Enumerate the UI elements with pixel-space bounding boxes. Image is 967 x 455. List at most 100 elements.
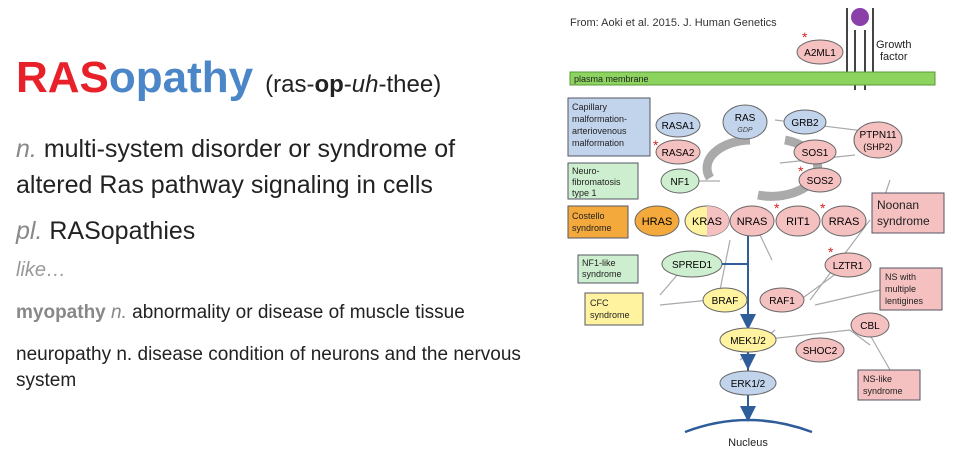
protein-rras: RRAS [821,205,867,237]
svg-text:multiple: multiple [885,284,916,294]
plural-line: pl. RASopathies [16,213,556,249]
source-citation: From: Aoki et al. 2015. J. Human Genetic… [570,17,777,29]
receptor-head [851,8,869,26]
svg-text:HRAS: HRAS [642,216,673,228]
protein-braf: BRAF [702,287,748,313]
mutation-star: * [798,163,804,179]
svg-text:LZTR1: LZTR1 [833,261,864,272]
protein-rit1: RIT1 [775,205,821,237]
svg-text:PTPN11: PTPN11 [859,130,896,141]
svg-text:malformation: malformation [572,138,624,148]
mutation-star: * [653,137,659,153]
pron-italic: uh [351,71,379,98]
protein-raf1: RAF1 [759,287,805,313]
example-word: neuropathy [16,344,112,365]
svg-text:Costello: Costello [572,211,605,221]
receptor-arms [846,8,874,74]
svg-text:RASA1: RASA1 [662,121,695,132]
svg-text:NRAS: NRAS [737,216,768,228]
svg-text:SPRED1: SPRED1 [672,260,712,271]
protein-ptpn11: PTPN11 (SHP2) [853,121,903,159]
svg-text:RAS: RAS [735,113,756,124]
svg-text:RAF1: RAF1 [769,296,795,307]
example-word: myopathy [16,302,106,323]
protein-shoc2: SHOC2 [795,337,845,363]
protein-lztr1: LZTR1 [824,252,872,278]
protein-sos2: SOS2 [798,167,842,193]
protein-spred1: SPRED1 [661,250,723,278]
plural-abbr: pl. [16,217,43,245]
svg-text:NF1-like: NF1-like [582,258,616,268]
definition-line2: altered Ras pathway signaling in cells [16,171,433,199]
example-pos: n. [111,302,127,323]
receptor [846,8,874,90]
title-ras: RAS [16,53,109,102]
svg-text:malformation-: malformation- [572,114,627,124]
svg-text:Neuro-: Neuro- [572,166,600,176]
svg-text:syndrome: syndrome [572,223,612,233]
svg-text:RIT1: RIT1 [786,216,810,228]
svg-text:Capillary: Capillary [572,102,608,112]
protein-erk: ERK1/2 [719,370,777,396]
inhibition-arrow [722,254,749,274]
protein-sos1: SOS1 [793,139,837,165]
mutation-star: * [774,200,780,216]
svg-text:GRB2: GRB2 [791,118,819,129]
svg-text:syndrome: syndrome [863,386,903,396]
svg-text:syndrome: syndrome [590,310,630,320]
svg-text:RASA2: RASA2 [662,148,695,159]
protein-nf1: NF1 [660,168,700,194]
pron-bold: op [314,71,344,98]
definition-bold-word: multi-system [43,135,185,163]
pronunciation: (ras-op-uh-thee) [265,71,441,98]
protein-ras-gdp: RAS GDP [722,104,768,140]
protein-mek: MEK1/2 [719,327,777,353]
svg-text:syndrome: syndrome [877,214,930,228]
syndrome-ns-like: NS-like syndrome [857,369,921,401]
protein-rasa2: RASA2 [655,139,701,165]
svg-text:ERK1/2: ERK1/2 [731,379,766,390]
protein-grb2: GRB2 [783,109,827,135]
protein-hras: HRAS [634,205,680,237]
svg-text:NS with: NS with [885,272,916,282]
example-pos: n. [116,344,133,365]
pron-post: -thee) [378,71,442,98]
syndrome-costello: Costello syndrome [567,205,629,239]
syndrome-cfc: CFC syndrome [584,292,644,326]
mutation-star: * [828,244,834,260]
definition-panel: RASopathy (ras-op-uh-thee) n. multi-syste… [16,52,556,394]
svg-text:KRAS: KRAS [692,216,722,228]
svg-text:syndrome: syndrome [582,269,622,279]
svg-text:SOS2: SOS2 [807,176,834,187]
protein-rasa1: RASA1 [655,112,701,138]
like-label: like… [16,259,67,281]
example-text: abnormality or disease of muscle tissue [132,302,465,323]
svg-text:type 1: type 1 [572,188,597,198]
example-neuropathy: neuropathy n. disease condition of neuro… [16,342,556,394]
mutation-star: * [802,29,808,45]
pron-mid: - [343,71,352,98]
example-myopathy: myopathy n. abnormality or disease of mu… [16,300,556,326]
svg-text:Noonan: Noonan [877,198,919,212]
plural-word: RASopathies [49,217,196,245]
growth-factor-label-1: Growth [876,39,911,51]
example-text: disease condition of neurons and the ner… [16,344,521,391]
ras-pathway-diagram: From: Aoki et al. 2015. J. Human Genetic… [560,0,960,455]
protein-kras: KRAS [684,205,730,237]
svg-text:(SHP2): (SHP2) [863,142,893,152]
definition-text: n. multi-system disorder or syndrome of … [16,131,556,203]
nucleus-membrane [684,418,813,434]
svg-text:arteriovenous: arteriovenous [572,126,627,136]
title-opathy: opathy [108,53,254,102]
syndrome-cm-avm: Capillary malformation- arteriovenous ma… [567,97,651,157]
svg-text:NS-like: NS-like [863,374,892,384]
plasma-membrane-label: plasma membrane [574,74,649,84]
syndrome-noonan: Noonan syndrome [871,192,945,234]
svg-text:BRAF: BRAF [712,296,739,307]
svg-text:SHOC2: SHOC2 [803,346,838,357]
svg-text:SOS1: SOS1 [802,148,829,159]
syndrome-nf1-like: NF1-like syndrome [577,254,639,284]
svg-text:CFC: CFC [590,298,609,308]
protein-a2ml1: A2ML1 [796,39,844,65]
pron-pre: (ras- [265,71,315,98]
